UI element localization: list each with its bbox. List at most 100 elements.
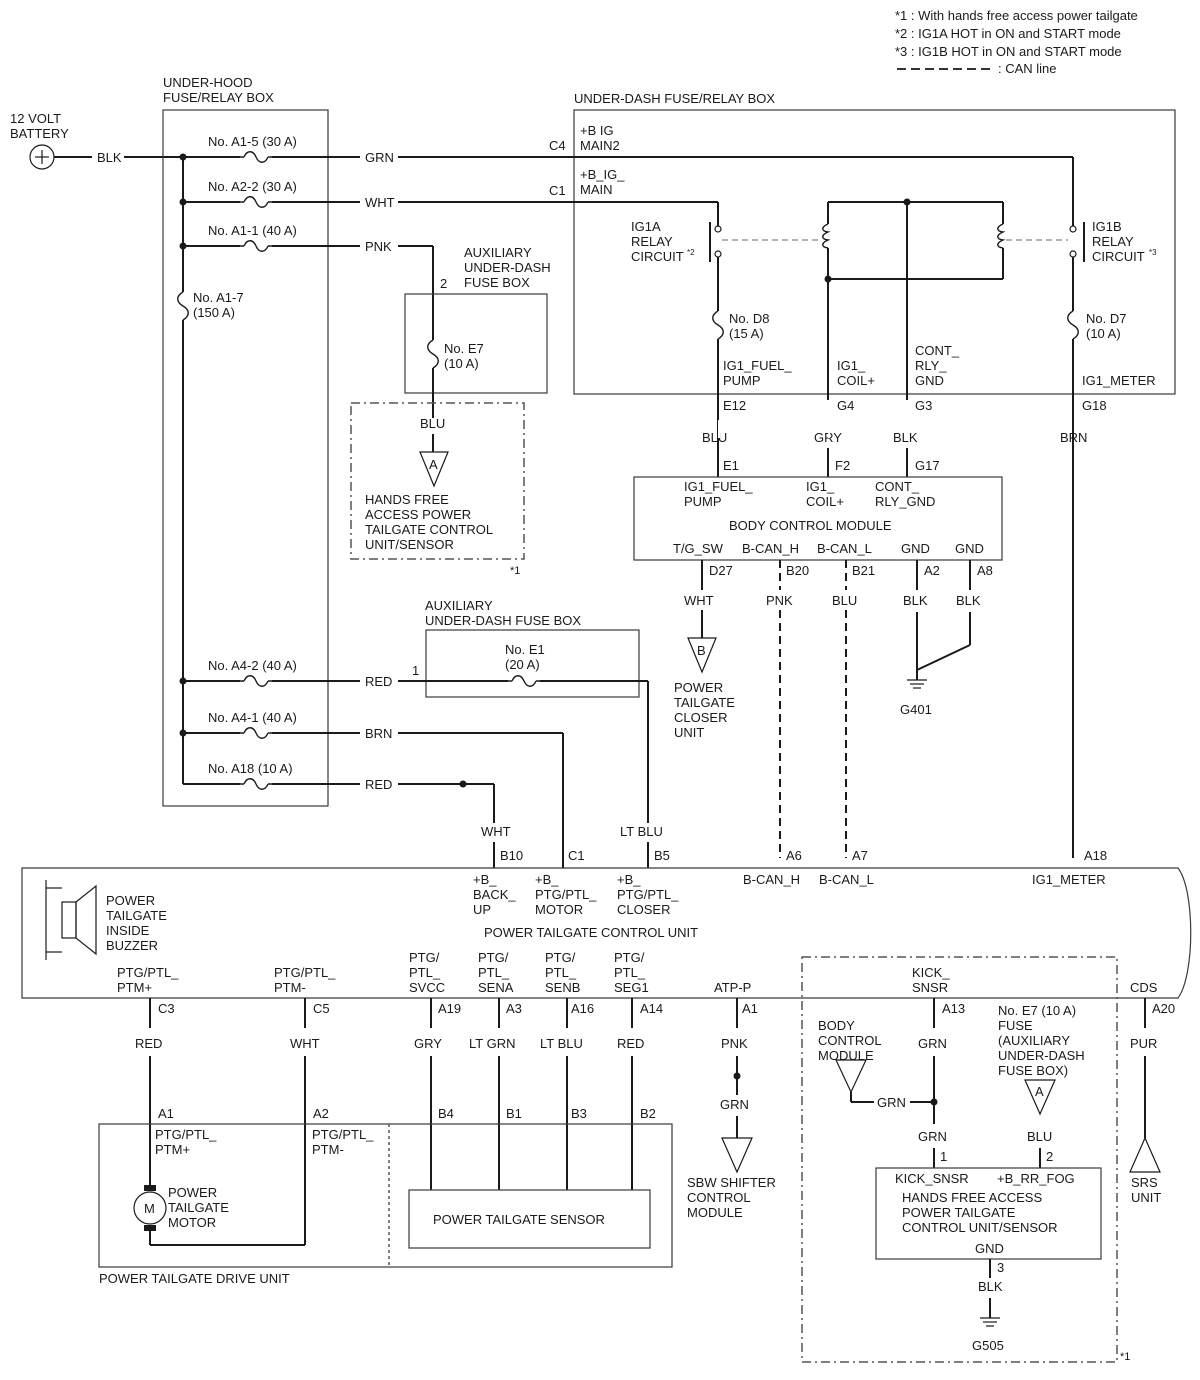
srs-connector-icon xyxy=(1129,1136,1161,1173)
underdash-box xyxy=(573,109,1176,395)
fuse-e7-label: No. E7 xyxy=(444,341,484,356)
hfa-pin-3: 3 xyxy=(997,1260,1004,1275)
ptcu-pin-svcc-1: PTG/ xyxy=(409,950,440,965)
pin-g4: G4 xyxy=(837,398,854,413)
battery-wire-color: BLK xyxy=(97,150,122,165)
wire-grn-sbw: GRN xyxy=(720,1097,749,1112)
fuse-row-a2-2: No. A2-2 (30 A) WHT xyxy=(179,179,395,210)
wire-grn-bcm-branch: GRN xyxy=(877,1095,906,1110)
hfa-title-2: POWER TAILGATE xyxy=(902,1205,1016,1220)
fuse-a1-1-icon xyxy=(240,240,272,252)
sbw-label-3: MODULE xyxy=(687,1205,743,1220)
wire-grn-label: GRN xyxy=(365,150,394,165)
aux1-title-3: FUSE BOX xyxy=(464,275,530,290)
pin-b1: B1 xyxy=(506,1106,522,1121)
ig1a-label-1: IG1A xyxy=(631,219,661,234)
bcm-box xyxy=(633,476,1003,561)
ptcu-pin-ptm-minus-2: PTM- xyxy=(274,980,306,995)
closer-label-4: UNIT xyxy=(674,725,704,740)
wire-blk-g505: BLK xyxy=(978,1279,1003,1294)
underhood-box xyxy=(162,109,329,807)
srs-label-1: SRS xyxy=(1131,1175,1158,1190)
wire-pnk-can: PNK xyxy=(766,593,793,608)
drive-unit-title: POWER TAILGATE DRIVE UNIT xyxy=(99,1271,290,1286)
ptcu-pin-closer-1: +B_ xyxy=(617,872,641,887)
fuse-d7-label: No. D7 xyxy=(1086,311,1126,326)
ig1b-note: *3 xyxy=(1149,248,1157,257)
fuse-a1-7-icon xyxy=(177,291,189,321)
aux1-title-2: UNDER-DASH xyxy=(464,260,551,275)
ptcu-pin-senb-1: PTG/ xyxy=(545,950,576,965)
c4-label-2: MAIN2 xyxy=(580,138,620,153)
ptcu-pin-seg1-2: PTL_ xyxy=(614,965,646,980)
bcm-pin-coil-2: COIL+ xyxy=(806,494,844,509)
hfa-dest-2: ACCESS POWER xyxy=(365,507,471,522)
pin-e12: E12 xyxy=(723,398,746,413)
fuse-row-a1-1: No. A1-1 (40 A) PNK xyxy=(179,223,392,254)
fuse-e1-rating: (20 A) xyxy=(505,657,540,672)
aux1-dashed-box xyxy=(350,402,525,560)
fuse-d8-rating: (15 A) xyxy=(729,326,764,341)
hfa-pin-2: 2 xyxy=(1046,1149,1053,1164)
ptcu-pin-closer-3: CLOSER xyxy=(617,902,670,917)
hfa-unit-box xyxy=(875,1167,1102,1260)
buzzer-label-1: POWER xyxy=(106,893,155,908)
motor-letter: M xyxy=(144,1201,155,1216)
pin-ig1-fuel-pump-1: IG1_FUEL_ xyxy=(723,358,792,373)
hfa-bcm-label-1: BODY xyxy=(818,1018,855,1033)
connector-b-label: B xyxy=(697,643,706,658)
wire-red-ptm-plus: RED xyxy=(135,1036,162,1051)
ptcu-pin-sena-1: PTG/ xyxy=(478,950,509,965)
closer-label-3: CLOSER xyxy=(674,710,727,725)
pin-a1-drive: A1 xyxy=(158,1106,174,1121)
wire-lt-blu-senb: LT BLU xyxy=(540,1036,583,1051)
pin-a16: A16 xyxy=(571,1001,594,1016)
pin-g18: G18 xyxy=(1082,398,1107,413)
connector-a-icon xyxy=(419,451,449,488)
bcm-pin-gnd-1: GND xyxy=(901,541,930,556)
ptcu-pin-backup-2: BACK_ xyxy=(473,887,516,902)
hands-free-dashed-box xyxy=(801,956,1118,1363)
pin-e1: E1 xyxy=(723,458,739,473)
pin-b20: B20 xyxy=(786,563,809,578)
aux-under-dash-fuse-box-1: AUXILIARY UNDER-DASH FUSE BOX 2 No. E7 (… xyxy=(350,245,551,577)
bcm-title: BODY CONTROL MODULE xyxy=(729,518,892,533)
wire-wht-tg: WHT xyxy=(684,593,714,608)
pin-b21: B21 xyxy=(852,563,875,578)
fuse-a1-7-rating: (150 A) xyxy=(193,305,235,320)
pin-cont-rly-gnd-1: CONT_ xyxy=(915,343,960,358)
wire-wht-ptm-minus: WHT xyxy=(290,1036,320,1051)
wire-grn-kick: GRN xyxy=(918,1036,947,1051)
wire-wht-backup: WHT xyxy=(481,824,511,839)
ptcu-pin-backup-1: +B_ xyxy=(473,872,497,887)
legend-note-2: *2 : IG1A HOT in ON and START mode xyxy=(895,26,1121,41)
pin-a2: A2 xyxy=(924,563,940,578)
ptcu-bottom-wiring: C3 C5 A19 A3 A16 A14 A1 A13 A20 RED WHT … xyxy=(135,998,1175,1245)
sbw-connector-icon xyxy=(721,1137,753,1174)
under-dash-fuse-relay-box: UNDER-DASH FUSE/RELAY BOX C4 +B IG MAIN2… xyxy=(398,91,1176,858)
hfa-fuse-label-1: No. E7 (10 A) xyxy=(998,1003,1076,1018)
hfa-dest-4: UNIT/SENSOR xyxy=(365,537,454,552)
ptcu-pin-closer-2: PTG/PTL_ xyxy=(617,887,679,902)
ptcu-pin-can-l: B-CAN_L xyxy=(819,872,874,887)
wire-wht-label: WHT xyxy=(365,195,395,210)
ptcu-pin-ptm-plus-2: PTM+ xyxy=(117,980,152,995)
motor-label-2: TAILGATE xyxy=(168,1200,229,1215)
motor-brush-bottom xyxy=(144,1225,156,1231)
bcm-pin-fuel-1: IG1_FUEL_ xyxy=(684,479,753,494)
fuse-e7-icon xyxy=(427,339,439,369)
srs-unit-branch: SRS UNIT xyxy=(1129,1056,1161,1205)
pin-a20: A20 xyxy=(1152,1001,1175,1016)
hfa-fuse-label-5: FUSE BOX) xyxy=(998,1063,1068,1078)
pin-b2: B2 xyxy=(640,1106,656,1121)
closer-label-2: TAILGATE xyxy=(674,695,735,710)
sbw-label-1: SBW SHIFTER xyxy=(687,1175,776,1190)
pin-b10: B10 xyxy=(500,848,523,863)
bcm-pin-coil-1: IG1_ xyxy=(806,479,835,494)
ptcu-box xyxy=(21,867,1192,999)
bcm-pin-cont-1: CONT_ xyxy=(875,479,920,494)
fuse-row-a4-1: No. A4-1 (40 A) BRN xyxy=(179,710,392,741)
ig1a-label-2: RELAY xyxy=(631,234,673,249)
ptcu-pin-seg1-1: PTG/ xyxy=(614,950,645,965)
pin-d27: D27 xyxy=(709,563,733,578)
